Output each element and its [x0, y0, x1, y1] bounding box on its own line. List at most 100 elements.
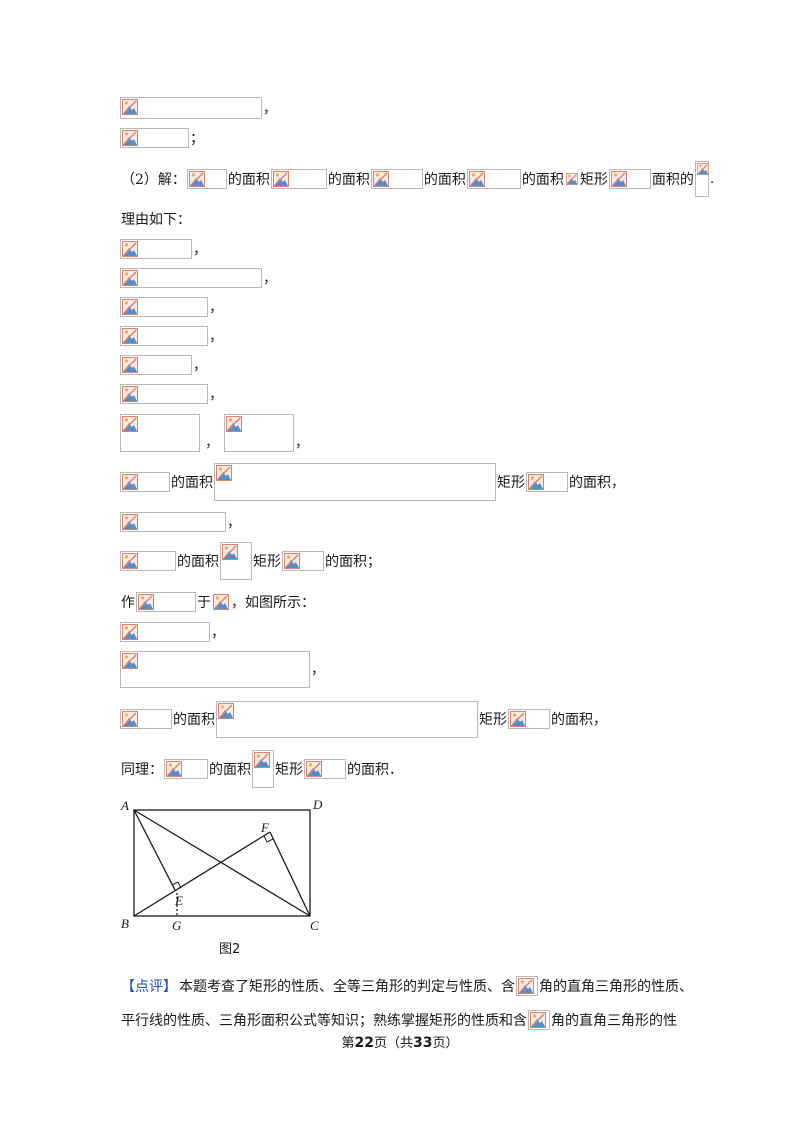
text: 的面积 — [177, 554, 219, 570]
formula-image — [370, 169, 423, 189]
punctuation: . — [709, 171, 715, 187]
formula-line-13: ， — [120, 510, 242, 534]
punctuation: ； — [190, 131, 204, 147]
vertex-label-d: D — [312, 797, 323, 812]
diagonal-bd — [133, 831, 271, 917]
rectangle-abcd — [133, 809, 311, 917]
right-angle-f — [263, 835, 274, 843]
punctuation: ， — [209, 329, 223, 345]
image-icon — [122, 553, 138, 569]
image-icon — [122, 99, 138, 115]
vertex-label-a: A — [120, 798, 129, 813]
formula-line-14: 的面积 矩形 的面积； — [120, 542, 382, 580]
punctuation: ， — [311, 662, 325, 678]
text: 作 — [121, 595, 135, 611]
comment-tag: 【点评】 — [121, 979, 177, 995]
formula-image — [120, 239, 192, 259]
text: 的面积 — [209, 762, 251, 778]
segment-ac — [133, 809, 311, 917]
formula-image — [526, 472, 568, 492]
text: 的面积， — [551, 712, 607, 728]
formula-line-11: ， ， — [120, 412, 310, 452]
formula-line-8: ， — [120, 324, 224, 348]
text: 矩形 — [253, 554, 281, 570]
formula-image — [528, 1010, 550, 1030]
geometry-figure: A B C D E F G 图2 — [120, 797, 323, 957]
formula-line-10: ， — [120, 382, 224, 406]
right-angle-e — [171, 881, 182, 889]
formula-image — [304, 759, 346, 779]
image-icon — [284, 553, 300, 569]
figure-caption: 图2 — [219, 942, 240, 957]
formula-image — [216, 700, 478, 738]
fraction-image — [694, 161, 709, 197]
text: 于 — [197, 595, 211, 611]
text: 的面积； — [325, 554, 381, 570]
punctuation: ， — [295, 435, 309, 451]
punctuation: ， — [193, 242, 207, 258]
text: 的面积． — [347, 762, 403, 778]
image-icon — [122, 299, 138, 315]
text: 矩形 — [479, 712, 507, 728]
punctuation: ， — [263, 271, 277, 287]
formula-image — [120, 297, 208, 317]
formula-image — [120, 414, 200, 452]
text: 的面积 — [171, 475, 213, 491]
current-page-number: 22 — [354, 1035, 374, 1051]
formula-image — [212, 593, 230, 611]
formula-image — [466, 169, 521, 189]
image-icon — [122, 270, 138, 286]
text: 平行线的性质、三角形面积公式等知识；熟练掌握矩形的性质和含 — [121, 1013, 527, 1029]
total-page-number: 33 — [413, 1035, 433, 1051]
comment-line-2: 平行线的性质、三角形面积公式等知识；熟练掌握矩形的性质和含 角的直角三角形的性 — [120, 1007, 678, 1033]
image-icon — [518, 978, 534, 994]
punctuation: ， — [209, 300, 223, 316]
reason-heading: 理由如下： — [120, 207, 192, 231]
formula-image — [120, 384, 208, 404]
image-icon — [510, 711, 526, 727]
image-icon — [226, 416, 242, 432]
formula-image — [214, 463, 496, 501]
footer-text: 页） — [432, 1036, 459, 1051]
footer-text: 页（共 — [373, 1036, 413, 1051]
text: 同理： — [121, 762, 163, 778]
formula-line-6: ， — [120, 266, 278, 290]
punctuation: ， — [205, 435, 219, 451]
formula-image — [120, 326, 208, 346]
formula-line-16: ， — [120, 620, 226, 644]
text: 矩形 — [497, 475, 525, 491]
fraction-image — [252, 750, 274, 788]
image-icon — [216, 465, 232, 481]
formula-image — [120, 551, 176, 571]
punctuation: ， — [263, 101, 277, 117]
text: 矩形 — [579, 172, 608, 188]
image-icon — [122, 241, 138, 257]
image-icon — [306, 761, 322, 777]
conclusion-line: 同理： 的面积 矩形 的面积． — [120, 750, 404, 788]
text: 的面积， — [569, 475, 625, 491]
image-icon — [122, 624, 138, 640]
formula-image — [120, 97, 262, 119]
image-icon — [122, 474, 138, 490]
formula-image — [608, 169, 651, 189]
image-icon — [469, 171, 485, 187]
formula-line-18: 的面积 矩形 的面积， — [120, 700, 608, 738]
image-icon — [122, 328, 138, 344]
segment-ae — [133, 809, 176, 891]
text: 矩形 — [275, 762, 303, 778]
formula-image — [120, 512, 226, 532]
formula-image — [516, 976, 538, 996]
image-icon — [213, 594, 229, 610]
image-icon — [189, 171, 205, 187]
formula-image — [164, 759, 208, 779]
formula-image — [120, 355, 192, 375]
text: 的面积 — [327, 172, 370, 188]
vertex-label-f: F — [260, 820, 270, 835]
formula-line-17: ， — [120, 650, 326, 688]
construction-line: 作 于 ，如图所示： — [120, 590, 316, 614]
formula-image — [224, 414, 294, 452]
punctuation: ， — [211, 625, 225, 641]
image-icon — [166, 761, 182, 777]
image-icon — [122, 416, 138, 432]
vertex-label-b: B — [121, 916, 129, 931]
